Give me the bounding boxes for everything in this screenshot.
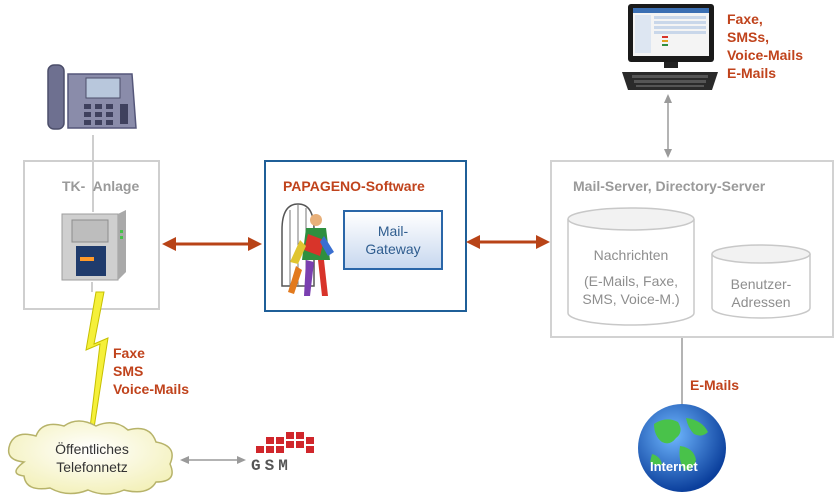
email-label: E-Mails bbox=[690, 377, 740, 393]
tk-anlage-title: TK- Anlage bbox=[62, 178, 140, 194]
benutzer-line: Benutzer- bbox=[730, 276, 792, 292]
phone-line-label: Faxe SMS Voice-Mails bbox=[113, 344, 189, 398]
phone-line-label-line: SMS bbox=[113, 363, 144, 379]
database-cylinder-icon bbox=[711, 244, 811, 319]
gateway-label-line2: Gateway bbox=[365, 241, 421, 257]
cloud-line: Telefonnetz bbox=[56, 459, 128, 475]
nachrichten-line: Nachrichten bbox=[593, 247, 669, 263]
mail-server-title: Mail-Server, Directory-Server bbox=[573, 178, 766, 194]
pbx-device-icon bbox=[61, 210, 126, 281]
computer-label-line: Faxe, bbox=[727, 11, 763, 27]
database-cylinder-icon bbox=[567, 207, 695, 326]
desk-phone-icon bbox=[47, 64, 137, 130]
mail-gateway-box: Mail- Gateway bbox=[343, 210, 443, 270]
cloud-line: Öffentliches bbox=[55, 441, 129, 457]
benutzer-line: Adressen bbox=[731, 294, 791, 310]
nachrichten-label: Nachrichten (E-Mails, Faxe, SMS, Voice-M… bbox=[567, 246, 695, 308]
computer-label: Faxe, SMSs, Voice-Mails E-Mails bbox=[727, 10, 803, 82]
gsm-logo-icon: GSM bbox=[251, 432, 314, 475]
nachrichten-line: (E-Mails, Faxe, bbox=[583, 273, 679, 289]
computer-label-line: SMSs, bbox=[727, 29, 770, 45]
cloud-label: Öffentliches Telefonnetz bbox=[30, 440, 154, 476]
benutzer-label: Benutzer- Adressen bbox=[711, 275, 811, 311]
gateway-label-line1: Mail- bbox=[377, 223, 409, 239]
phone-line-label-line: Faxe bbox=[113, 345, 145, 361]
papageno-title: PAPAGENO-Software bbox=[283, 178, 425, 194]
cloud-icon bbox=[7, 420, 173, 495]
computer-label-line: Voice-Mails bbox=[727, 47, 803, 63]
computer-label-line: E-Mails bbox=[727, 65, 777, 81]
phone-line-label-line: Voice-Mails bbox=[113, 381, 189, 397]
mail-server-box bbox=[550, 160, 834, 338]
gsm-logo-text: GSM bbox=[251, 457, 292, 475]
internet-label: Internet bbox=[650, 459, 698, 474]
computer-monitor-icon bbox=[622, 4, 718, 90]
globe-icon bbox=[638, 404, 726, 492]
tk-anlage-box bbox=[23, 160, 160, 310]
parrot-man-icon bbox=[281, 203, 334, 296]
nachrichten-line: SMS, Voice-M.) bbox=[582, 291, 680, 307]
